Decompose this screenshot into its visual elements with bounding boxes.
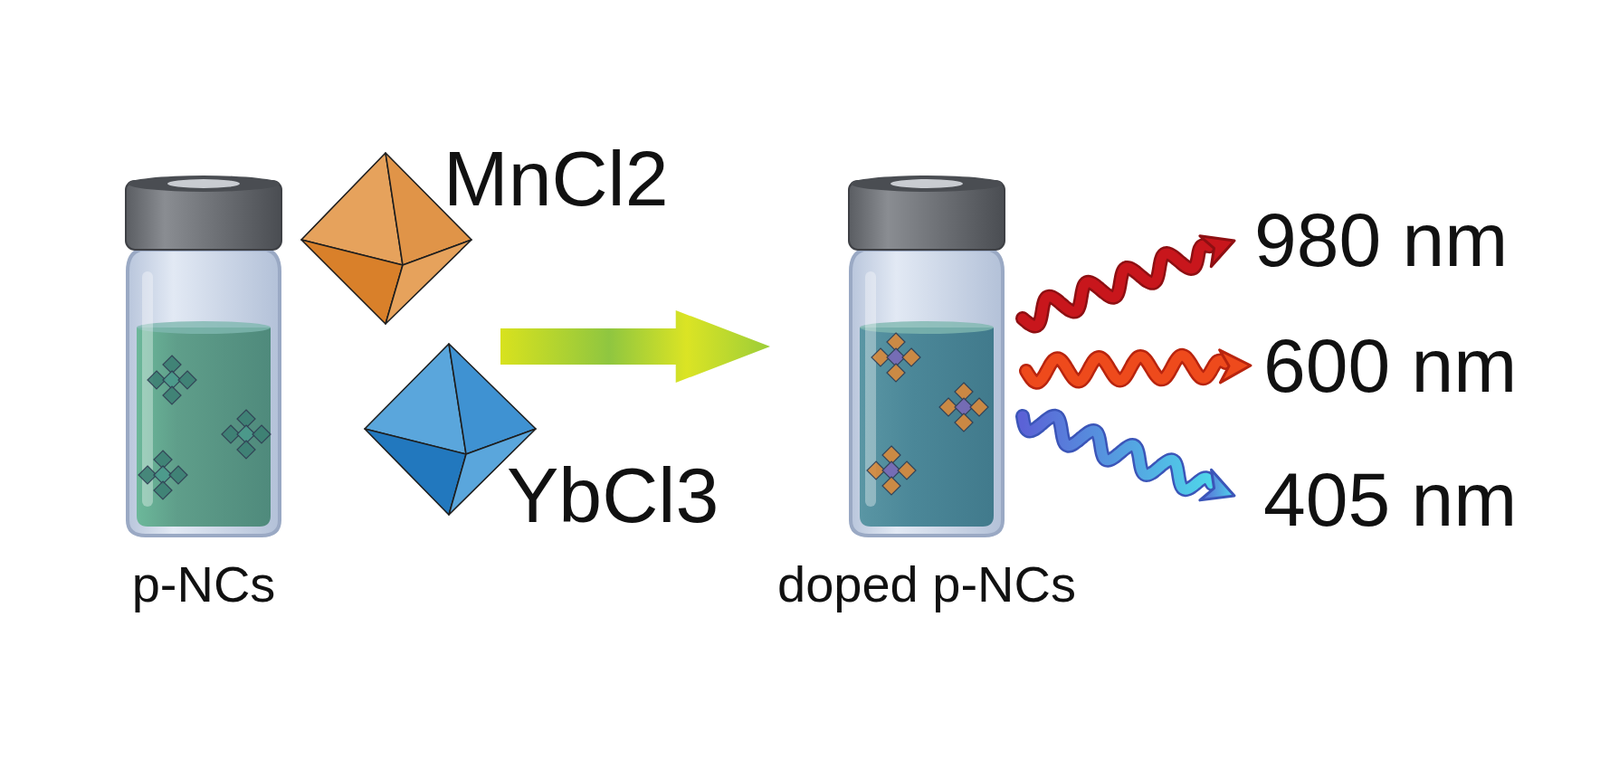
reagent-label: MnCl2 — [443, 139, 669, 218]
wavelength-label: 600 nm — [1263, 327, 1517, 404]
wavelength-label: 405 nm — [1263, 461, 1517, 538]
emission-arrow — [1022, 236, 1235, 327]
vial-label: doped p-NCs — [777, 555, 1077, 614]
vial-node: p-NCs — [113, 171, 295, 614]
emission-arrow — [1022, 416, 1235, 501]
reaction-arrow — [500, 310, 771, 383]
wavelength-label: 980 nm — [1254, 201, 1508, 278]
vial — [848, 175, 1005, 536]
emission-arrow — [1026, 350, 1251, 383]
vial-label: p-NCs — [132, 555, 277, 614]
vial-node: doped p-NCs — [770, 171, 1084, 614]
reagent-label: YbCl3 — [506, 456, 719, 534]
vial — [125, 175, 282, 536]
